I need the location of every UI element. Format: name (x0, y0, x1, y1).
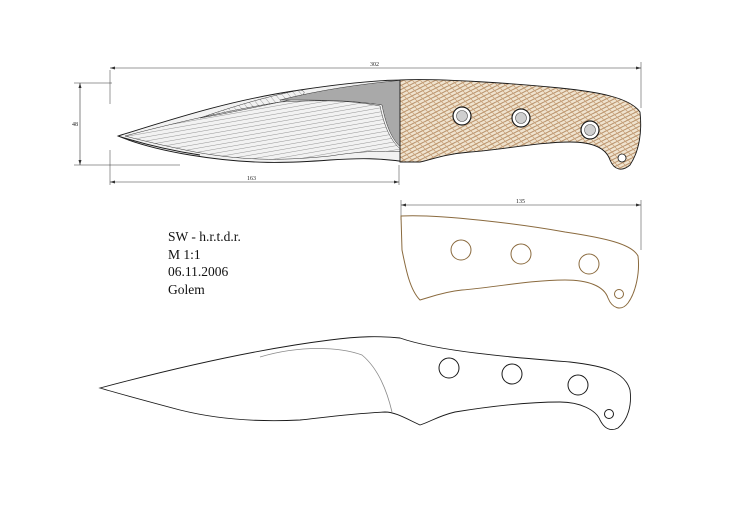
knife-blank-outline (98, 336, 631, 431)
handle-scale-template: 135 (400, 199, 642, 309)
dim-label-handle-length: 135 (516, 199, 525, 205)
scale-pin-hole-2 (510, 243, 532, 265)
title-line-author: Golem (168, 281, 205, 297)
handle-pin-2 (511, 108, 531, 128)
handle-top (399, 79, 642, 170)
dim-label-blade-length: 163 (247, 176, 256, 182)
grind-line (259, 348, 393, 413)
lanyard-hole-top (617, 153, 627, 163)
scale-lanyard-hole (614, 289, 624, 299)
dimension-handle-length: 135 (400, 199, 642, 250)
dimension-overall-height: 48 (72, 82, 180, 166)
blade-top (116, 79, 407, 163)
scale-pin-hole-3 (578, 253, 600, 275)
title-block: SW - h.r.t.d.r. M 1:1 06.11.2006 Golem (168, 228, 241, 298)
blank-pin-hole-1 (438, 357, 460, 379)
blank-lanyard-hole (604, 409, 614, 419)
title-line-model: SW - h.r.t.d.r. (168, 229, 241, 244)
dimension-overall-length: 302 (109, 62, 642, 108)
title-line-date: 06.11.2006 (168, 264, 229, 279)
dim-label-overall-length: 302 (370, 62, 379, 68)
scale-pin-hole-1 (450, 239, 472, 261)
blank-pin-hole-2 (501, 363, 523, 385)
knife-side-view: 302 48 163 (72, 62, 642, 185)
dim-label-overall-height: 48 (72, 122, 78, 128)
blank-pin-hole-3 (567, 374, 589, 396)
handle-pin-1 (452, 106, 472, 126)
dimension-blade-length: 163 (109, 150, 400, 185)
handle-pin-3 (580, 120, 600, 140)
title-line-scale: M 1:1 (168, 246, 201, 262)
